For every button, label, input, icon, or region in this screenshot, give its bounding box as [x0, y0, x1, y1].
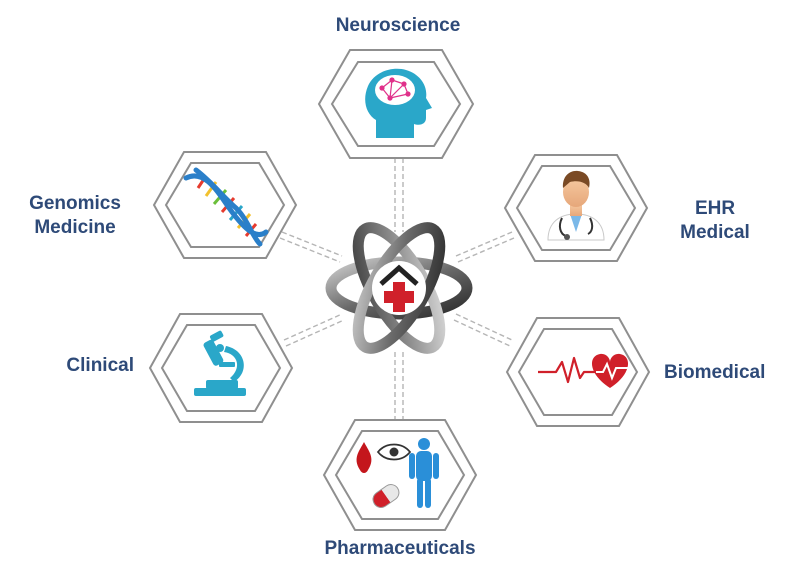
brain-head-icon	[365, 68, 432, 138]
label-genomics-medicine: Genomics Medicine	[29, 193, 121, 238]
medical-hub-icon	[325, 222, 473, 354]
doctor-icon	[547, 170, 605, 241]
label-biomedical: Biomedical	[664, 362, 766, 383]
dna-icon	[183, 167, 269, 247]
connector-biomedical	[453, 313, 513, 347]
label-pharmaceuticals: Pharmaceuticals	[324, 538, 476, 559]
connectors	[279, 158, 515, 420]
label-ehr-medical: EHR Medical	[680, 198, 750, 243]
connector-clinical	[283, 313, 345, 347]
microscope-icon	[194, 330, 246, 396]
connector-ehr	[455, 231, 515, 263]
label-clinical: Clinical	[66, 355, 134, 376]
hex-pharmaceuticals	[322, 419, 478, 531]
connector-pharmaceuticals	[394, 352, 404, 420]
connector-neuroscience	[394, 158, 404, 232]
pharma-body-icon	[356, 438, 439, 508]
heartbeat-icon	[538, 353, 629, 388]
connector-genomics	[279, 231, 343, 263]
label-neuroscience: Neuroscience	[335, 15, 461, 36]
hex-clinical	[148, 313, 294, 423]
